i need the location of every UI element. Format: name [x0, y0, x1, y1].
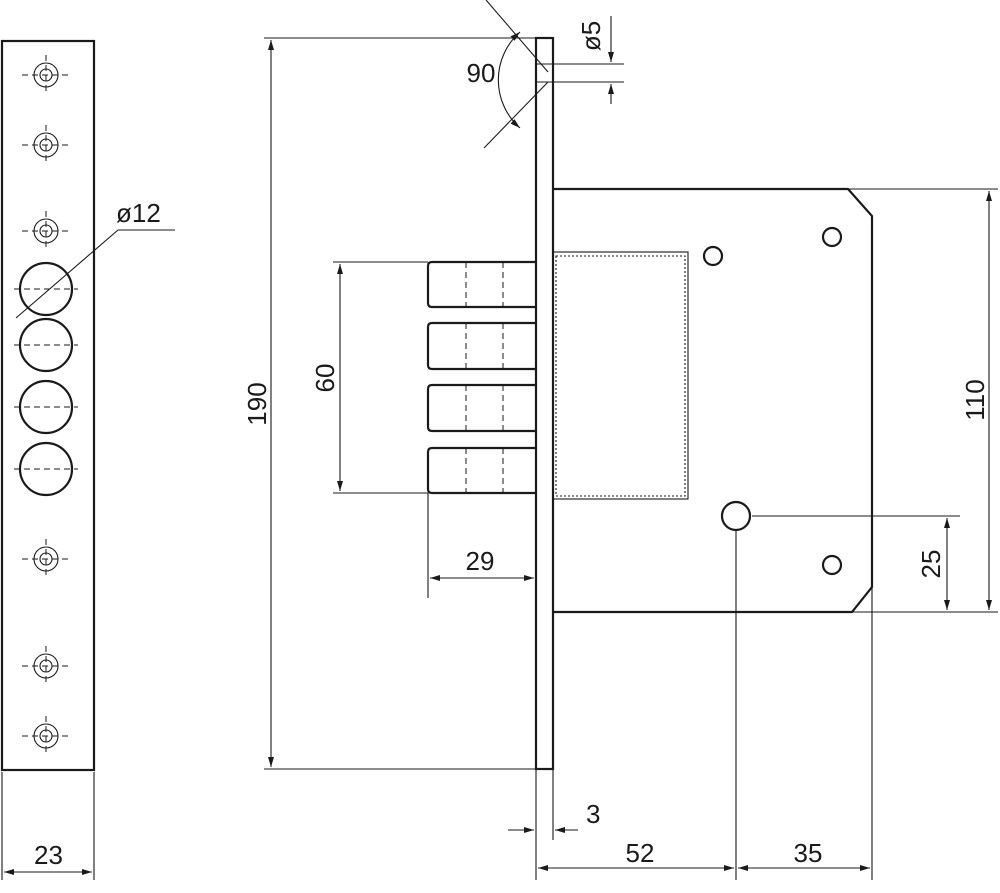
angle-label: 90 [467, 58, 496, 88]
inner-mechanism [552, 251, 689, 500]
bolts [426, 260, 536, 495]
screw-diameter-dimension: ø5 [536, 16, 624, 104]
hole-diameter-label: ø12 [116, 198, 161, 228]
case-height-label: 110 [960, 379, 990, 420]
bolt [426, 260, 536, 309]
faceplate-thickness-label: 3 [586, 799, 600, 829]
backset-label: 52 [626, 838, 655, 868]
lock-height-label: 190 [242, 382, 272, 425]
angle-dimension: 90 [467, 0, 549, 149]
faceplate-bolt-holes [18, 261, 74, 497]
screw-diameter-label: ø5 [576, 21, 606, 51]
faceplate-outline [0, 39, 96, 772]
lock-case [553, 187, 874, 614]
faceplate-front-view: ø12 23 [0, 39, 175, 880]
spindle-height-label: 25 [916, 550, 946, 579]
faceplate-screw-holes [33, 62, 59, 749]
bolt-throw-label: 29 [466, 546, 495, 576]
lock-side-view: 190 60 29 90 ø5 110 [242, 0, 998, 880]
case-hole [821, 226, 843, 248]
case-hole [821, 554, 843, 576]
bolt [426, 321, 536, 371]
faceplate-width-label: 23 [34, 840, 63, 870]
case-hole [702, 245, 724, 267]
case-depth-label: 35 [794, 838, 823, 868]
bolt-span-label: 60 [310, 364, 340, 393]
bolt [426, 446, 536, 495]
bolt [426, 383, 536, 433]
faceplate-side [534, 36, 555, 771]
spindle-hole [720, 500, 752, 532]
